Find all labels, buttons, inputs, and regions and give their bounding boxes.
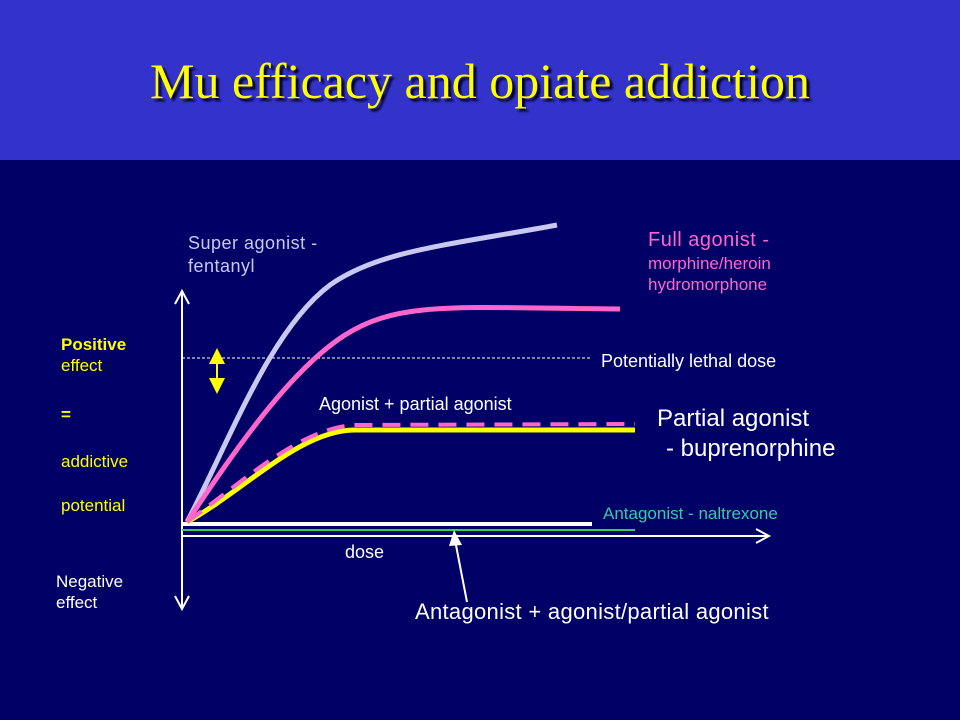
- y-axis-arrow-bottom: [174, 595, 190, 612]
- agonist-partial-label: Agonist + partial agonist: [319, 394, 512, 414]
- y-axis-arrow-top: [174, 288, 190, 305]
- super-agonist-label: Super agonist - fentanyl: [188, 233, 318, 276]
- slide-title: Mu efficacy and opiate addiction: [150, 53, 810, 109]
- antagonist-label: Antagonist - naltrexone: [603, 504, 778, 523]
- super-agonist-curve: [184, 222, 558, 524]
- partial-agonist-curve: [185, 427, 635, 525]
- partial-agonist-label: Partial agonist - buprenorphine: [657, 405, 836, 462]
- agonist-partial-dashed-curve: [185, 422, 636, 524]
- lethal-dose-label: Potentially lethal dose: [601, 351, 777, 371]
- addictive-label: addictive: [61, 452, 129, 471]
- efficacy-arrow-head-bottom: [209, 378, 225, 394]
- efficacy-arrow-head-top: [209, 348, 225, 364]
- positive-effect-label: Positive effect: [61, 335, 127, 376]
- title-bar: [0, 0, 960, 160]
- negative-effect-label: Negative effect: [56, 572, 124, 613]
- full-agonist-curve: [184, 305, 621, 524]
- pointer-arrow-head: [449, 530, 462, 546]
- x-axis-arrow: [755, 528, 772, 544]
- antagonist-combo-label: Antagonist + agonist/partial agonist: [415, 599, 769, 624]
- dose-label: dose: [345, 542, 385, 562]
- pointer-arrow-line: [454, 539, 468, 603]
- potential-label: potential: [61, 496, 126, 515]
- equals-label: =: [61, 405, 71, 424]
- full-agonist-label: Full agonist - morphine/heroin hydromorp…: [648, 229, 771, 295]
